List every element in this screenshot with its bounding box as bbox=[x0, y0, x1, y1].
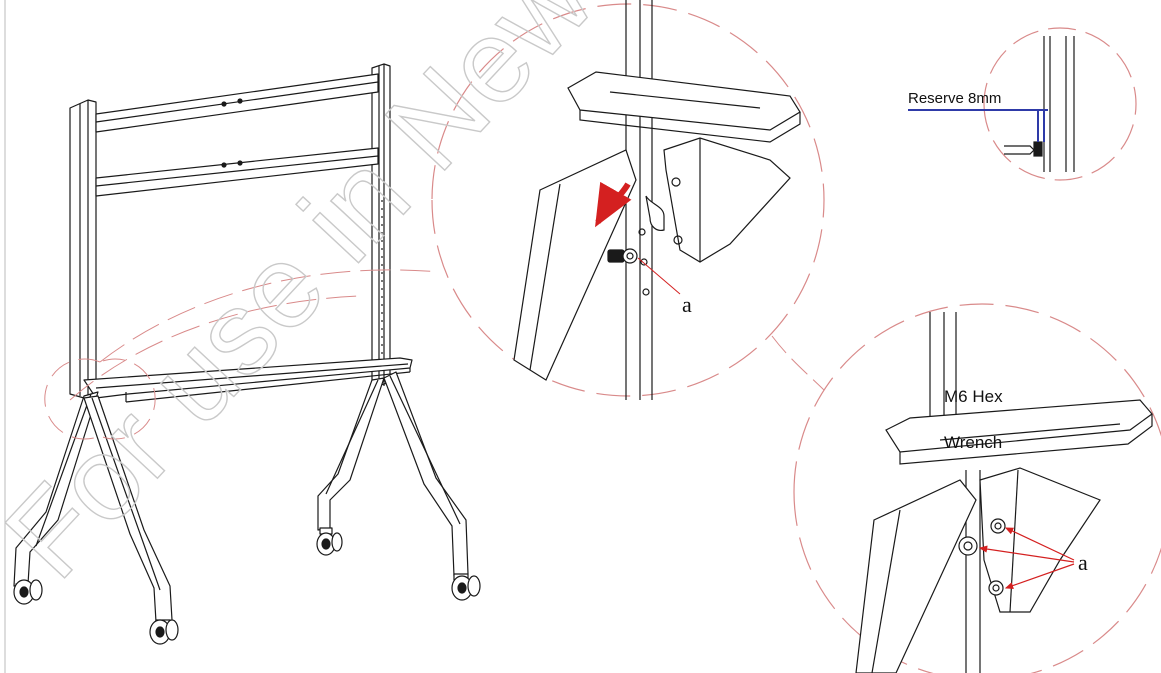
caster-wheel bbox=[149, 619, 179, 645]
leader-arrow bbox=[1004, 527, 1075, 561]
detail-hook-step: a bbox=[431, 0, 825, 400]
caster-wheel bbox=[451, 573, 481, 601]
leader-arrow bbox=[978, 545, 1075, 563]
right-upright bbox=[371, 63, 391, 387]
detail-connector-line bbox=[99, 269, 441, 363]
detail-connector-line bbox=[69, 295, 361, 401]
detail-marker-circle bbox=[44, 358, 156, 440]
detail-circle bbox=[793, 303, 1161, 673]
top-crossbar bbox=[95, 73, 379, 133]
rotate-arrow-icon bbox=[595, 181, 632, 228]
callout-a-top: a bbox=[682, 292, 692, 317]
right-rear-leg bbox=[317, 377, 385, 531]
right-front-leg bbox=[383, 371, 469, 577]
callout-a-bottom: a bbox=[1078, 550, 1088, 575]
mobile-stand-illustration bbox=[13, 63, 481, 645]
caster-wheel bbox=[316, 527, 343, 556]
leader-line bbox=[637, 257, 681, 295]
reserve-label: Reserve 8mm bbox=[908, 90, 1001, 107]
middle-crossbar bbox=[95, 147, 379, 197]
detail-circle bbox=[983, 27, 1137, 181]
tool-label-line2: Wrench bbox=[944, 433, 1002, 452]
detail-tighten-screws: a M6 Hex Wrench bbox=[793, 303, 1161, 673]
left-upright bbox=[69, 99, 97, 399]
tool-label-line1: M6 Hex bbox=[944, 387, 1003, 406]
leader-arrow bbox=[1004, 563, 1075, 589]
caster-wheel bbox=[13, 579, 43, 605]
detail-connector-line bbox=[771, 335, 827, 393]
detail-reserve-gap: Reserve 8mm bbox=[908, 27, 1137, 181]
